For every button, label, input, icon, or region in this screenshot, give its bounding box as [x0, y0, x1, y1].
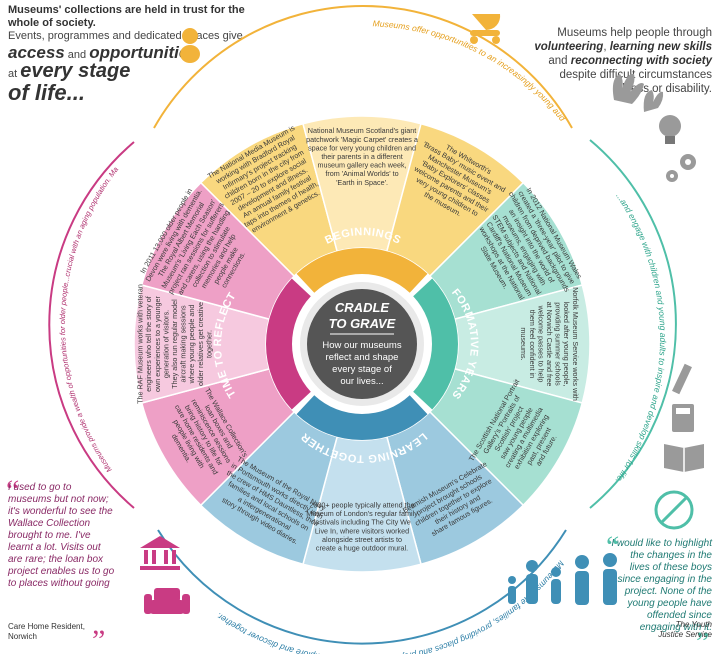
quote-left-source: Care Home Resident, Norwich — [8, 622, 128, 642]
segment-text-line: 2000+ people typically attend the — [309, 501, 414, 510]
quote-right-source-2: Justice Service — [658, 630, 712, 639]
segment-text-line: engineers who tell the story of — [144, 296, 153, 392]
family-icon — [508, 553, 617, 605]
segment-text-line: Museum of London's regular family — [306, 509, 418, 518]
intro-at: at — [8, 68, 21, 80]
calculator-icon — [672, 404, 694, 432]
segment-text-line: museum gallery each week, — [317, 161, 406, 170]
quote-left: I used to go to museums but not now; it'… — [8, 482, 115, 589]
intro-every-stage: every stage — [20, 60, 131, 82]
armchair-icon — [144, 588, 190, 614]
intro-right-line3: despite difficult circumstances — [559, 69, 712, 81]
inner-ring — [266, 248, 459, 440]
arc-label-left: Museums provide a wealth of opportunitie… — [0, 0, 120, 474]
segment-text-line: them feel confident in — [528, 310, 537, 378]
svg-text:“: “ — [6, 474, 19, 507]
intro-comma: , — [603, 41, 610, 53]
intro-right-line1: Museums help people through — [557, 27, 712, 39]
segment-text-line: where young people and — [187, 305, 196, 385]
svg-text:”: ” — [92, 624, 105, 654]
segment-text-line: aircraft making sessions — [179, 305, 188, 382]
segment-text-norfolk: Norfolk Museum Service works withlooked … — [519, 287, 580, 401]
svg-text:”: ” — [696, 626, 709, 654]
segment-text-line: at Norwich Castle and free — [545, 302, 554, 387]
quote-marks-right-icon: “ ” — [606, 530, 709, 654]
museum-icon — [140, 536, 180, 570]
segment-text-line: patchwork 'Magic Carpet' creates a — [306, 135, 418, 144]
intro-opportunities: opportunities — [89, 43, 198, 62]
quote-right: I would like to highlight the changes in… — [611, 538, 712, 633]
segment-text-line: The RAF Museum works with veteran — [136, 284, 145, 404]
intro-and: and — [64, 49, 90, 61]
segment-text-line: generation of visitors. — [161, 310, 170, 378]
intro-volunteering: volunteering — [534, 41, 604, 53]
arc-label-bottom: Museums unite families, providing places… — [214, 559, 566, 654]
outer-ring — [48, 4, 677, 645]
segment-text-line: welcome passes to help — [536, 305, 545, 383]
center-sub-3: every stage of — [332, 364, 392, 375]
segment-text-wallace: The Wallace Collection'sloan boxes andre… — [158, 386, 250, 485]
wheel-segments — [133, 115, 591, 573]
gear-icon — [666, 154, 696, 182]
quote-left-source-2: Norwich — [8, 632, 37, 641]
center-title-2: TO GRAVE — [329, 316, 396, 331]
segment-text-line: create a huge outdoor mural. — [316, 544, 408, 553]
segment-text-line: museums. — [519, 327, 528, 360]
lightbulb-icon — [659, 115, 681, 144]
center-sub-2: reflect and shape — [326, 352, 399, 363]
segment-text-raf: The RAF Museum works with veteranenginee… — [136, 284, 214, 404]
center-sub-1: How our museums — [322, 340, 401, 351]
center-title-1: CRADLE — [335, 300, 389, 315]
segment-text-line: Norfolk Museum Service works with — [571, 287, 580, 401]
hands-icon — [612, 73, 664, 112]
intro-right-and: and — [548, 55, 571, 67]
segment-text-line: National Museum Scotland's giant — [308, 126, 416, 135]
segment-text-line: own experiences to a younger — [153, 295, 162, 392]
segment-text-line: They also run regular model — [170, 299, 179, 389]
ring-beginnings — [296, 248, 428, 293]
quote-marks-left-icon: “ ” — [6, 474, 105, 654]
segment-text-whitworth: The Whitworth's'Brass Baby' music event … — [400, 132, 512, 231]
svg-text:“: “ — [606, 530, 619, 563]
ring-formative — [413, 278, 459, 410]
book-icon — [664, 444, 704, 472]
segment-text-line: looked after young people, — [562, 302, 571, 387]
pram-icon — [470, 14, 501, 44]
no-knife-icon — [654, 490, 694, 530]
intro-reconnecting: reconnecting with society — [570, 55, 712, 67]
segment-text-line: 'Earth in Space'. — [336, 178, 388, 187]
segment-text-line: providing summer schools — [554, 302, 563, 386]
segment-text-line: space for very young children and — [308, 143, 416, 152]
quote-right-source-1: The Youth — [675, 620, 712, 629]
baby-icon — [180, 28, 200, 63]
segment-text-line: together. — [204, 330, 213, 358]
ring-learning — [296, 395, 428, 440]
intro-access: access — [8, 43, 65, 62]
segment-text-line: older relatives get creative — [196, 302, 205, 386]
center-sub-4: our lives... — [340, 376, 383, 387]
intro-left-line1: Museums' collections are held in trust f… — [8, 4, 245, 29]
pencil-icon — [672, 363, 692, 395]
segment-text-line: their parents in a different — [321, 152, 402, 161]
intro-left-text: Museums' collections are held in trust f… — [8, 4, 258, 104]
intro-learning: learning new skills — [609, 41, 712, 53]
intro-of-life: of life... — [8, 80, 85, 105]
quote-left-source-1: Care Home Resident, — [8, 622, 85, 631]
quote-right-source: The Youth Justice Service — [602, 620, 712, 640]
segment-text-line: from 'Animal Worlds' to — [325, 169, 398, 178]
segment-text-line: Live In, where visitors worked — [315, 526, 409, 535]
segment-text-line: alongside street artists to — [322, 535, 402, 544]
segment-text-line: festivals including The City We — [313, 518, 411, 527]
ring-reflect — [266, 278, 311, 410]
center-circle — [307, 289, 417, 399]
